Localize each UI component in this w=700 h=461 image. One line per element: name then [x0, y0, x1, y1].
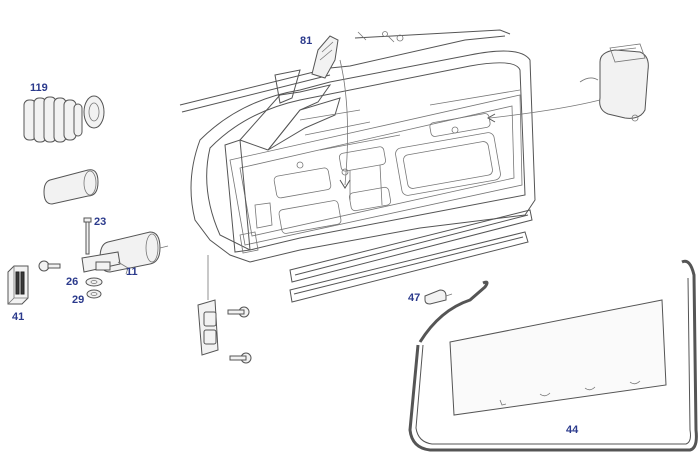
mirror-cover-part: [486, 43, 649, 123]
part-119-boot: [23, 95, 105, 143]
part-23-bolt: [83, 217, 92, 255]
part-26-29-washers: [85, 277, 103, 299]
part-41-bumper: [7, 265, 29, 305]
door-shell: [179, 29, 536, 303]
label-41: 41: [12, 311, 25, 323]
label-11: 11: [126, 266, 138, 278]
label-26: 26: [66, 276, 79, 288]
part-47-clip: [424, 289, 453, 305]
small-screw: [38, 260, 61, 272]
label-44: 44: [566, 424, 579, 436]
part-11-check-strap: [81, 231, 169, 275]
door-hinge: [197, 255, 252, 364]
label-119: 119: [30, 82, 48, 94]
part-81-bracket: [311, 35, 351, 189]
label-29: 29: [72, 294, 85, 306]
part-44-door-seal: [408, 259, 698, 452]
label-81: 81: [300, 35, 313, 47]
rubber-plug: [43, 169, 99, 205]
label-23: 23: [94, 216, 107, 228]
label-47: 47: [408, 292, 421, 304]
